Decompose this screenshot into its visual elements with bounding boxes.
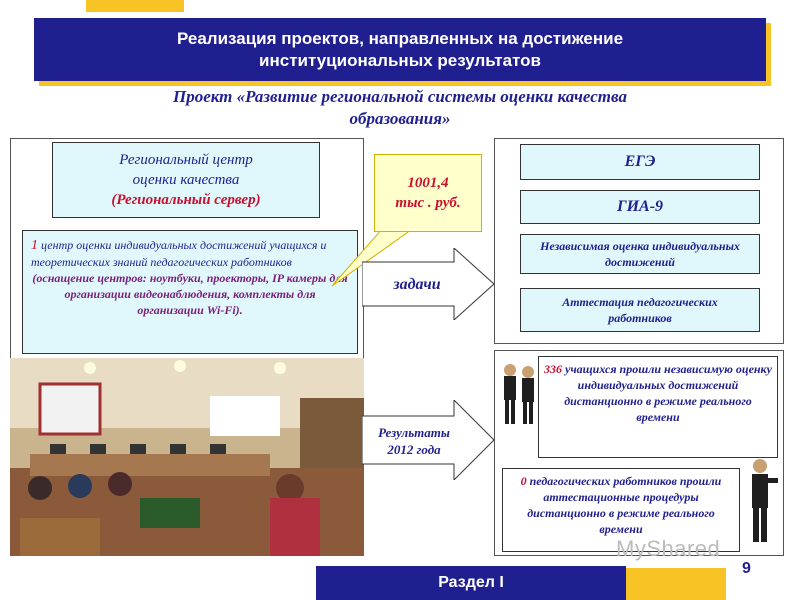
task-gia9: ГИА-9 <box>520 190 760 224</box>
teacher-figure-icon <box>752 459 778 542</box>
result-students: 336 учащихся прошли независимую оценку и… <box>538 356 778 458</box>
task-teacher-certification: Аттестация педагогических работников <box>520 288 760 332</box>
results-arrow <box>362 400 495 480</box>
teachers-result-text: педагогических работников прошли аттеста… <box>526 474 722 536</box>
slide-title: Реализация проектов, направленных на дос… <box>34 18 766 81</box>
center-count: 1 <box>31 238 38 253</box>
tasks-arrow <box>362 248 495 320</box>
task-independent-assessment: Независимая оценка индивидуальных достиж… <box>520 234 760 274</box>
center-description: центр оценки индивидуальных достижений у… <box>31 238 327 269</box>
project-subtitle-line2: образования» <box>349 109 451 128</box>
budget-unit: тыс . руб. <box>395 195 461 211</box>
teachers-count: 0 <box>520 474 527 488</box>
equipment-list: (оснащение центров: ноутбуки, проекторы,… <box>32 271 348 317</box>
watermark-logo: MyShared <box>616 536 721 561</box>
regional-center-line1: Региональный центр <box>119 152 253 168</box>
classroom-photo <box>10 358 364 556</box>
regional-center-line2: оценки качества <box>132 172 240 188</box>
assessment-center-info: 1 центр оценки индивидуальных достижений… <box>22 230 358 354</box>
students-count: 336 <box>544 362 563 376</box>
tasks-arrow-label: задачи <box>393 276 441 293</box>
students-figure-icon <box>504 364 534 424</box>
slide-title-line1: Реализация проектов, направленных на дос… <box>176 28 624 48</box>
budget-callout: 1001,4 тыс . руб. <box>374 154 482 232</box>
section-label: Раздел I <box>438 574 504 591</box>
budget-amount: 1001,4 <box>407 175 449 191</box>
slide-title-line2: институциональных результатов <box>259 50 541 70</box>
regional-server-label: (Региональный сервер) <box>111 192 261 208</box>
page-number: 9 <box>742 560 751 577</box>
regional-center-box: Региональный центр оценки качества (Реги… <box>52 142 320 218</box>
section-footer: Раздел I <box>316 566 626 600</box>
project-subtitle-line1: Проект «Развитие региональной системы оц… <box>173 87 627 106</box>
callout-pointer <box>331 220 426 287</box>
results-arrow-line2: 2012 года <box>387 442 441 457</box>
top-accent-tab <box>86 0 184 12</box>
result-teachers: 0 педагогических работников прошли аттес… <box>502 468 740 552</box>
results-arrow-line1: Результаты <box>378 425 450 440</box>
results-arrow-label: Результаты 2012 года <box>366 424 462 458</box>
task-ege: ЕГЭ <box>520 144 760 180</box>
students-result-text: учащихся прошли независимую оценку индив… <box>562 362 772 424</box>
project-subtitle: Проект «Развитие региональной системы оц… <box>60 86 740 130</box>
footer-accent <box>626 568 726 600</box>
